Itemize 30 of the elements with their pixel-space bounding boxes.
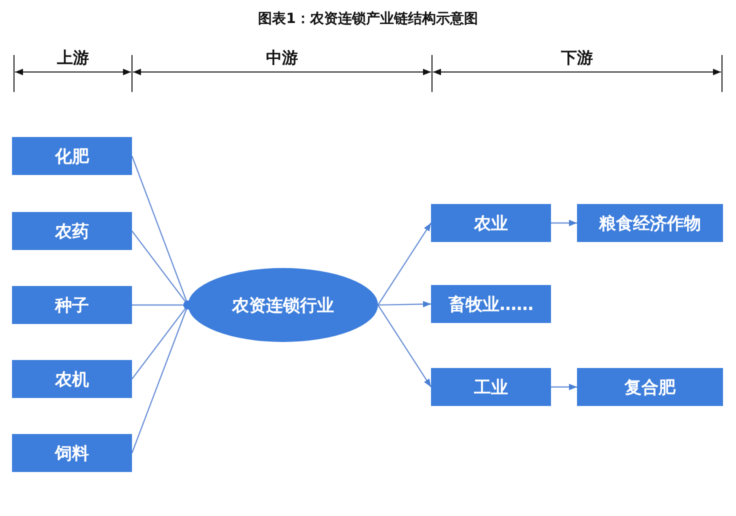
diagram-title: 图表1：农资连锁产业链结构示意图: [257, 10, 479, 28]
node-label: 饲料: [55, 442, 89, 464]
node-label: 农药: [55, 220, 89, 242]
node-label: 复合肥: [624, 376, 676, 398]
stage-label: 中游: [265, 48, 299, 69]
node-label: 畜牧业……: [448, 294, 534, 316]
stage-label: 上游: [56, 48, 90, 69]
category-box: [577, 368, 723, 406]
category-box: [12, 212, 132, 250]
connector-arrow: [378, 222, 432, 306]
node-label: 工业: [474, 376, 508, 398]
category-box: [431, 368, 551, 406]
category-box: [431, 285, 551, 323]
category-box: [577, 204, 723, 242]
node-label: 农业: [474, 212, 508, 234]
category-box: [12, 360, 132, 398]
node-label: 农机: [55, 368, 89, 390]
connector-arrow: [378, 300, 432, 308]
connector-arrow: [551, 220, 577, 226]
category-box: [12, 137, 132, 175]
stage-label: 下游: [560, 48, 594, 69]
node-label: 粮食经济作物: [599, 212, 701, 234]
node-label: 种子: [55, 294, 89, 316]
connector-arrow: [378, 304, 432, 388]
connector-arrow: [551, 384, 577, 390]
category-box: [12, 434, 132, 472]
node-label: 化肥: [55, 146, 89, 168]
node-label: 农资连锁行业: [232, 294, 334, 316]
category-box: [12, 286, 132, 324]
category-box: [431, 204, 551, 242]
